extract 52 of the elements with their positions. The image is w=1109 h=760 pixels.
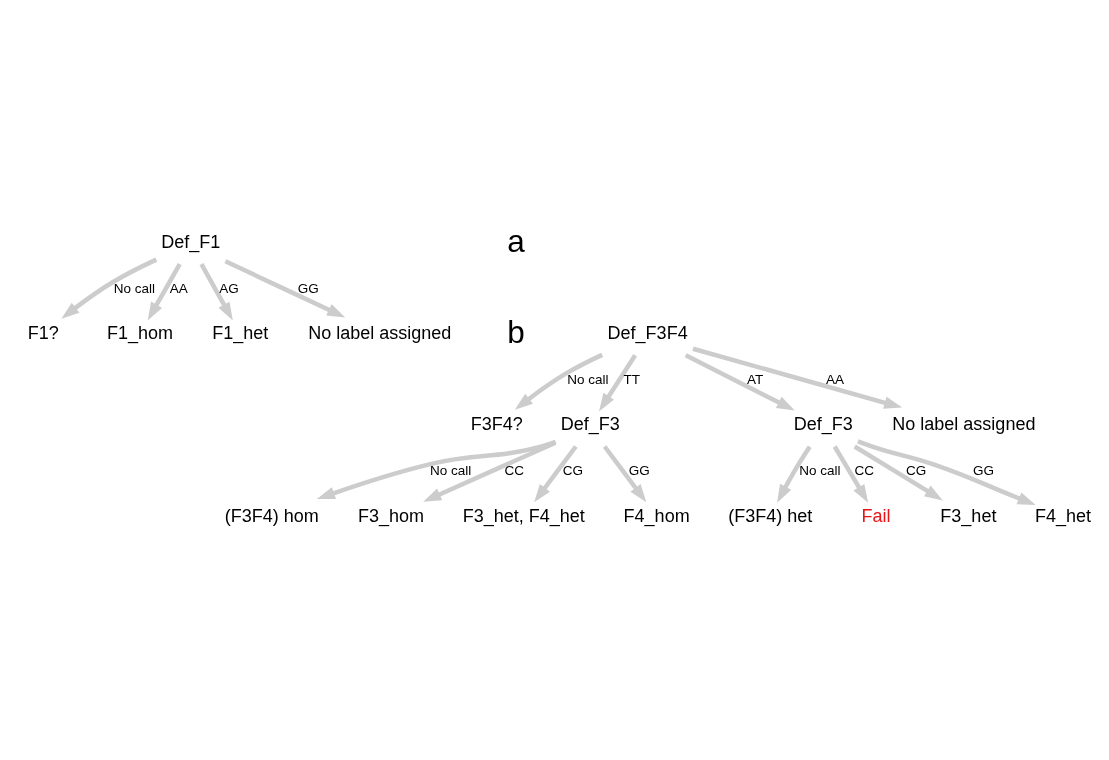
node-text: F3_hom	[358, 505, 425, 526]
arrow	[602, 444, 647, 502]
arrow	[199, 262, 233, 320]
edge-label: AG	[219, 280, 239, 296]
node-text: Def_F3	[560, 413, 620, 434]
arrow	[777, 444, 812, 503]
edge-label: AT	[746, 371, 764, 387]
node-text: (F3F4) het	[728, 505, 813, 526]
edge-label: TT	[623, 371, 641, 387]
edge-label: CG	[562, 462, 583, 478]
arrow	[853, 444, 943, 500]
arrow	[534, 444, 578, 502]
node-text: No label assigned	[892, 413, 1036, 434]
node-text: F1_het	[212, 322, 269, 343]
label: a	[507, 222, 525, 259]
arrow	[61, 257, 158, 319]
arrow	[598, 353, 638, 411]
arrow	[857, 438, 1036, 505]
edge-label: CC	[504, 462, 525, 478]
edge-label: AA	[169, 280, 188, 296]
node-text: No label assigned	[308, 322, 452, 343]
label: b	[507, 313, 525, 350]
node-text: Def_F3F4	[607, 322, 688, 343]
node-text: F3F4?	[470, 413, 523, 434]
edge-label: No call	[799, 462, 841, 478]
arrow	[832, 444, 869, 503]
node-text: Def_F1	[161, 231, 221, 252]
edge-label: No call	[113, 280, 156, 296]
edge-label: No call	[430, 462, 472, 478]
node-text: F4_het	[1034, 505, 1091, 526]
edge-label: CC	[854, 462, 875, 478]
node-text: F3_het	[940, 505, 997, 526]
arrow	[147, 262, 182, 320]
arrow	[423, 440, 557, 502]
node-text: F1?	[27, 322, 59, 343]
node-text: Def_F3	[793, 413, 853, 434]
arrow	[514, 352, 604, 410]
edge-label: GG	[297, 280, 319, 296]
node-text: F3_het, F4_het	[462, 505, 585, 526]
edge-label: CG	[905, 462, 927, 478]
node-text: F1_hom	[107, 322, 174, 343]
arrow	[224, 258, 346, 318]
arrow	[692, 346, 903, 409]
node-text: (F3F4) hom	[224, 505, 319, 526]
node-text: F4_hom	[623, 505, 690, 526]
edge-label: AA	[826, 371, 845, 387]
edge-label: No call	[567, 371, 609, 387]
node-text: Fail	[861, 505, 891, 526]
edge-label: GG	[973, 462, 995, 478]
arrow	[684, 352, 795, 411]
edge-label: GG	[628, 462, 650, 478]
arrow	[316, 439, 557, 499]
